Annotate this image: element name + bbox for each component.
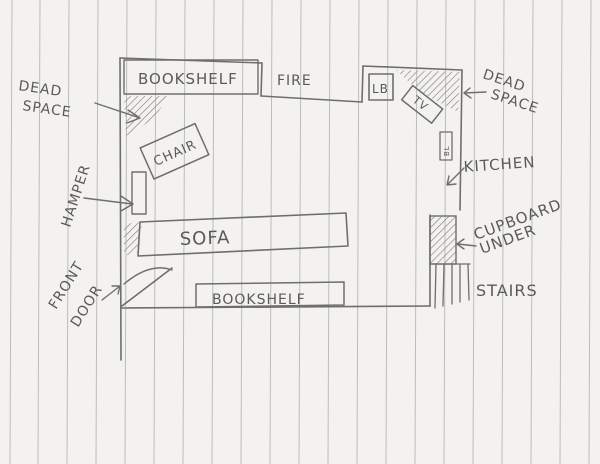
tv-unit: [400, 84, 444, 124]
dead-space-left-hatch: [124, 96, 170, 136]
chair: [139, 122, 210, 180]
dead-space-left-label-1: DEAD: [17, 78, 63, 100]
fire-label: FIRE: [277, 73, 312, 89]
bookshelf-bottom-label: BOOKSHELF: [212, 292, 306, 308]
cupboard-under-stairs: [429, 215, 457, 265]
stairs-label: STAIRS: [476, 281, 538, 300]
sofa: [137, 212, 349, 257]
arrow-dead-space-left: [94, 102, 141, 124]
dead-space-right-hatch: [396, 70, 460, 112]
front-door-swing: [121, 267, 173, 307]
lb-box: [368, 73, 394, 101]
kitchen-label: KITCHEN: [463, 153, 536, 176]
arrow-front-door: [101, 285, 121, 301]
dead-space-left-label-2: SPACE: [21, 98, 72, 121]
bookshelf-top-label: BOOKSHELF: [138, 70, 238, 88]
kitchen-appliance: [439, 131, 453, 161]
kitchen-appliance-label: BL: [443, 145, 451, 156]
bookshelf-bottom: [195, 281, 345, 308]
lb-label: LB: [372, 82, 389, 96]
bookshelf-top: [123, 59, 259, 95]
arrow-cupboard: [456, 238, 477, 250]
room-walls: [119, 57, 463, 361]
sofa-shade: [124, 222, 142, 256]
arrow-hamper: [83, 195, 134, 212]
sofa-label: SOFA: [179, 227, 230, 250]
stairs-lines: [429, 263, 471, 309]
front-door-arc: [123, 267, 173, 285]
arrow-kitchen: [446, 167, 465, 186]
ruled-lines: [9, 0, 592, 464]
arrow-dead-space-right: [463, 87, 487, 99]
hamper-box: [131, 171, 147, 215]
